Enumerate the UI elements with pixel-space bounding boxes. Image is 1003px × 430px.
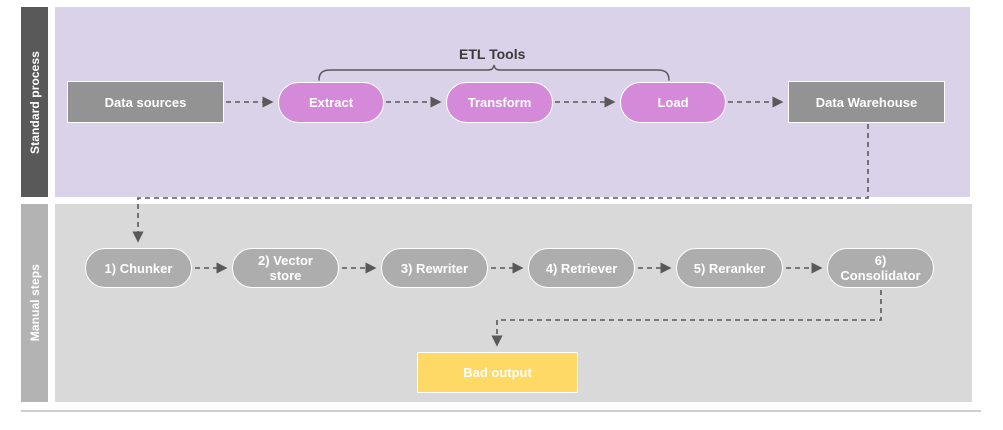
- node-chunker[interactable]: 1) Chunker: [85, 248, 192, 288]
- node-data-warehouse-label: Data Warehouse: [815, 94, 918, 110]
- node-load-label: Load: [657, 95, 689, 110]
- node-retriever-label: 4) Retriever: [545, 260, 618, 276]
- lane-label-standard-process-text: Standard process: [27, 50, 42, 154]
- node-load[interactable]: Load: [620, 82, 726, 123]
- lane-label-standard-process: Standard process: [21, 7, 48, 197]
- node-rewriter-label: 3) Rewriter: [400, 260, 469, 276]
- node-data-warehouse[interactable]: Data Warehouse: [788, 81, 945, 123]
- node-transform[interactable]: Transform: [446, 82, 553, 123]
- node-transform-label: Transform: [467, 95, 532, 110]
- lane-label-manual-steps: Manual steps: [21, 204, 48, 402]
- node-bad-output-label: Bad output: [463, 365, 532, 380]
- etl-tools-label: ETL Tools: [459, 46, 526, 62]
- node-vector-store-label: 2) Vector store: [258, 253, 313, 283]
- node-chunker-label: 1) Chunker: [104, 260, 173, 276]
- node-vector-store[interactable]: 2) Vector store: [232, 248, 339, 288]
- bottom-separator: [21, 410, 981, 412]
- lane-label-manual-steps-text: Manual steps: [27, 264, 42, 342]
- node-data-sources[interactable]: Data sources: [67, 81, 224, 123]
- node-data-sources-label: Data sources: [104, 94, 187, 110]
- node-bad-output[interactable]: Bad output: [417, 352, 578, 393]
- node-reranker-label: 5) Reranker: [693, 260, 766, 276]
- node-reranker[interactable]: 5) Reranker: [676, 248, 783, 288]
- node-extract-label: Extract: [308, 95, 354, 110]
- node-rewriter[interactable]: 3) Rewriter: [381, 248, 488, 288]
- node-retriever[interactable]: 4) Retriever: [528, 248, 635, 288]
- node-extract[interactable]: Extract: [278, 82, 384, 123]
- node-consolidator-label: 6) Consolidator: [840, 253, 921, 283]
- node-consolidator[interactable]: 6) Consolidator: [827, 248, 934, 288]
